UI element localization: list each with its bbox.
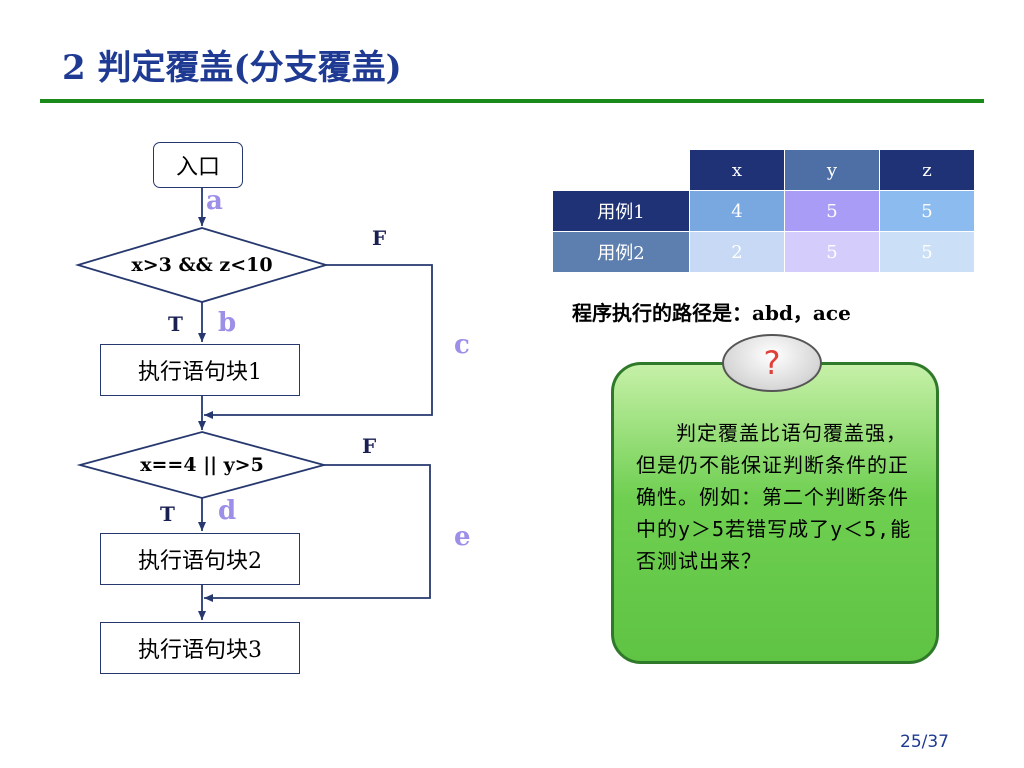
arrow-cond1-false <box>204 264 433 419</box>
row-label: 用例2 <box>552 231 690 273</box>
execution-path-text: 程序执行的路径是：abd，ace <box>572 301 851 325</box>
table-cell: 4 <box>689 190 785 232</box>
false-label-1: F <box>372 226 387 250</box>
table-header-row: x y z <box>552 149 975 191</box>
entry-node: 入口 <box>153 142 243 188</box>
edge-label-e: e <box>454 522 471 552</box>
title-divider <box>40 99 984 103</box>
arrow-cond2-false <box>204 464 431 602</box>
edge-label-a: a <box>206 186 223 216</box>
test-case-table: x y z 用例1 4 5 5 用例2 2 5 5 <box>552 149 975 273</box>
page-number: 25/37 <box>900 732 949 752</box>
row-label: 用例1 <box>552 190 690 232</box>
slide-title: 2 判定覆盖(分支覆盖) <box>62 48 402 88</box>
statement-block-2: 执行语句块2 <box>100 533 300 585</box>
edge-label-d: d <box>218 496 237 526</box>
header-x: x <box>689 149 785 191</box>
table-corner-cell <box>552 149 690 191</box>
false-label-2: F <box>362 434 377 458</box>
statement-block-3: 执行语句块3 <box>100 622 300 674</box>
true-label-1: T <box>168 312 183 336</box>
table-cell: 5 <box>879 231 975 273</box>
edge-label-b: b <box>218 308 237 338</box>
table-row: 用例2 2 5 5 <box>552 231 975 273</box>
table-cell: 2 <box>689 231 785 273</box>
table-row: 用例1 4 5 5 <box>552 190 975 232</box>
question-mark-icon: ? <box>722 334 822 392</box>
condition-1-label: x>3 && z<10 <box>131 254 273 276</box>
table-cell: 5 <box>784 190 880 232</box>
header-z: z <box>879 149 975 191</box>
table-cell: 5 <box>784 231 880 273</box>
condition-2-label: x==4 || y>5 <box>140 454 264 476</box>
statement-block-1: 执行语句块1 <box>100 344 300 396</box>
question-callout: 判定覆盖比语句覆盖强，但是仍不能保证判断条件的正确性。例如：第二个判断条件中的y… <box>611 362 939 664</box>
true-label-2: T <box>160 502 175 526</box>
table-cell: 5 <box>879 190 975 232</box>
header-y: y <box>784 149 880 191</box>
edge-label-c: c <box>454 330 470 360</box>
